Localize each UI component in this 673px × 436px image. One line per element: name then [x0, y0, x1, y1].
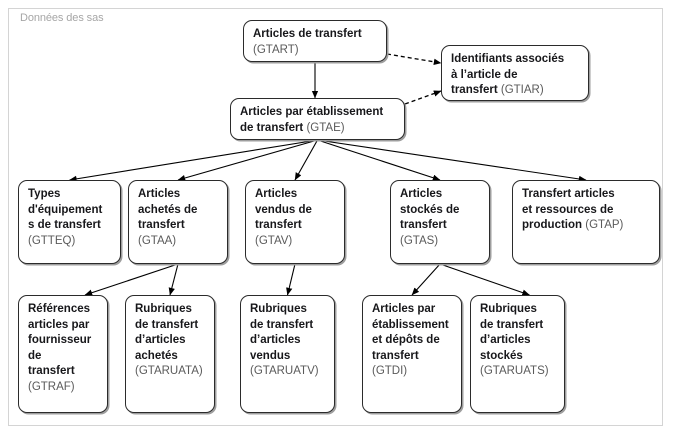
- node-gtaruats[interactable]: Rubriques de transfert d’articles stockés (G…: [470, 295, 565, 413]
- node-label-line: de transfert: [135, 318, 199, 331]
- node-code: (GTARUATV): [250, 365, 319, 377]
- node-gtaruatv[interactable]: Rubriques de transfert d’articles vendus (GT…: [240, 295, 335, 413]
- node-label-line: achetés de: [138, 203, 198, 216]
- node-gtav[interactable]: Articles vendus de transfert (GTAV): [245, 180, 345, 264]
- node-code: (GTARUATA): [135, 365, 203, 377]
- node-label-line: d'équipement: [28, 203, 103, 216]
- node-code: (GTAA): [138, 234, 177, 247]
- node-label-line: Rubriques: [250, 303, 307, 315]
- node-label-line: transfert: [138, 219, 185, 231]
- node-gtteq[interactable]: Types d'équipement s de transfert (GTTEQ): [18, 180, 121, 264]
- node-label-line: fournisseur: [28, 334, 92, 346]
- node-label-line: Types: [28, 188, 61, 200]
- node-label-line: de transfert: [480, 318, 544, 331]
- node-label-line: transfert: [400, 219, 447, 231]
- node-label-line: à l’article de: [451, 68, 518, 81]
- node-label-line: établissement: [372, 318, 449, 331]
- node-code: (GTDI): [372, 365, 408, 377]
- node-label-line: et dépôts de: [372, 334, 440, 346]
- node-gtart[interactable]: Articles de transfert (GTART): [243, 20, 387, 62]
- node-code: (GTART): [253, 43, 299, 56]
- node-gtdi[interactable]: Articles par établissement et dépôts de tra…: [362, 295, 462, 413]
- node-gtaa[interactable]: Articles achetés de transfert (GTAA): [128, 180, 228, 264]
- node-label-line: Identifiants associés: [451, 53, 565, 65]
- node-code: (GTIAR): [500, 84, 544, 96]
- node-gtraf[interactable]: Références articles par fournisseur de trans…: [18, 295, 108, 413]
- node-label-line: transfert: [255, 219, 302, 231]
- node-label-line: Références: [28, 303, 91, 315]
- node-label-line: Articles de transfert: [253, 28, 362, 40]
- node-label-line: transfert: [28, 365, 75, 377]
- node-label-line: de: [28, 349, 42, 362]
- node-gtae[interactable]: Articles par établissement de transfert (…: [230, 98, 405, 140]
- node-code: (GTRAF): [28, 380, 75, 393]
- node-label-line: transfert (GTIAR): [451, 84, 544, 96]
- node-code: (GTAE): [306, 121, 345, 134]
- node-label-line: vendus de: [255, 203, 312, 216]
- node-gtiar[interactable]: Identifiants associés à l’article de trans…: [441, 45, 589, 101]
- node-code: (GTAV): [255, 234, 293, 247]
- node-label-line: de transfert: [250, 318, 314, 331]
- node-label-line: Articles par établissement: [240, 106, 384, 118]
- node-label-line: de transfert (GTAE): [240, 121, 345, 134]
- node-label-line: Rubriques: [480, 303, 537, 315]
- node-label-line: stockés de: [400, 203, 460, 216]
- node-label-line: s de transfert: [28, 219, 101, 231]
- node-label-line: vendus: [250, 349, 291, 362]
- node-label-line: Rubriques: [135, 303, 192, 315]
- node-label-line: articles par: [28, 318, 90, 331]
- node-label-line: Articles: [400, 188, 443, 200]
- node-gtap[interactable]: Transfert articles et ressources de produc…: [512, 180, 660, 264]
- node-label-line: Articles: [255, 188, 298, 200]
- node-gtaruata[interactable]: Rubriques de transfert d’articles achetés (G…: [125, 295, 215, 413]
- node-label-line: d’articles: [480, 334, 531, 346]
- node-label-line: transfert: [372, 349, 419, 362]
- node-label-line: d’articles: [250, 334, 301, 346]
- node-code: (GTAP): [585, 219, 624, 231]
- node-code: (GTTEQ): [28, 234, 76, 247]
- node-label-line: Articles par: [372, 303, 436, 315]
- node-code: (GTARUATS): [480, 365, 549, 377]
- diagram-title: Données des sas: [20, 12, 104, 24]
- node-label-line: production (GTAP): [522, 219, 624, 231]
- node-label-line: achetés: [135, 349, 178, 362]
- node-code: (GTAS): [400, 234, 439, 247]
- node-label-line: et ressources de: [522, 203, 614, 216]
- node-gtas[interactable]: Articles stockés de transfert (GTAS): [390, 180, 490, 264]
- node-label-line: Articles: [138, 188, 181, 200]
- node-label-line: d’articles: [135, 334, 186, 346]
- node-label-line: Transfert articles: [522, 188, 615, 200]
- node-label-line: stockés: [480, 349, 523, 362]
